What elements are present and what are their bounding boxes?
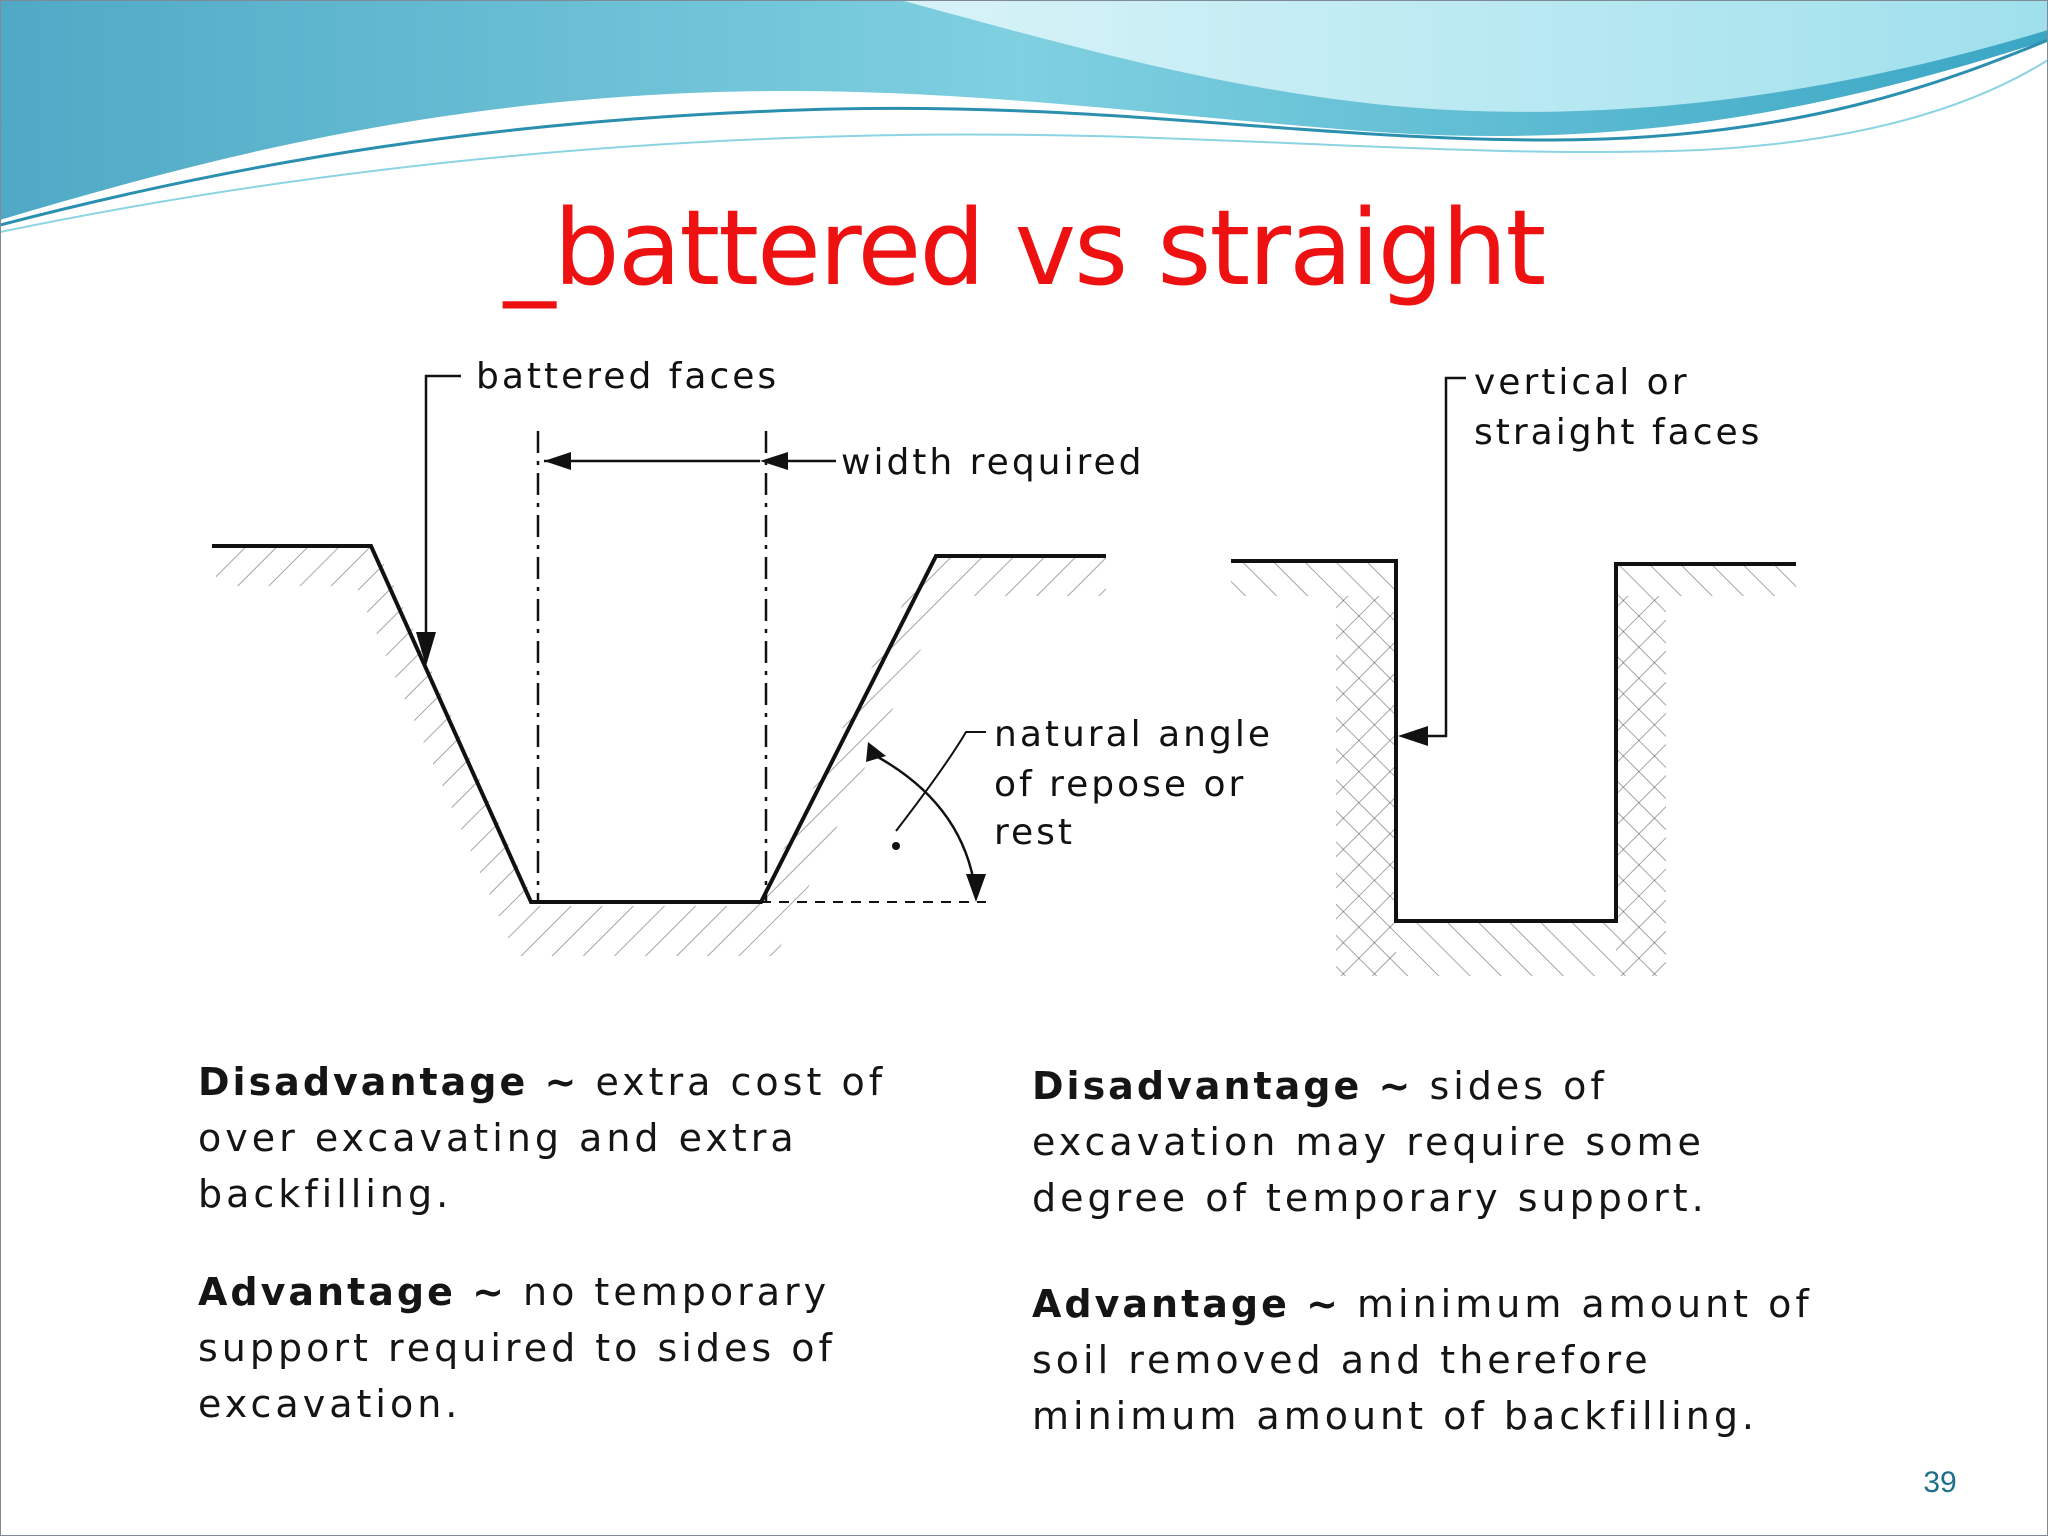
battered-trench-outline [212,544,1106,904]
slide-title: _battered vs straight [503,187,1547,309]
battered-faces-label: battered faces [476,356,779,397]
straight-advantage-lead: Advantage ~ [1032,1282,1341,1326]
width-required-label: width required [841,442,1145,483]
battered-disadvantage-text: extra cost of over excavating and extra … [198,1060,887,1216]
width-required-arrow [544,452,836,470]
vertical-faces-label-line1: vertical or [1474,362,1690,403]
straight-advantage-text: minimum amount of soil removed and there… [1032,1282,1813,1438]
battered-advantage-note: Advantage ~ no temporary support require… [198,1264,958,1432]
battered-faces-leader [416,374,461,666]
battered-advantage-text: no temporary support required to sides o… [198,1270,836,1426]
angle-label-line3: rest [994,812,1075,853]
trench-diagram: width required battered faces natural an… [212,356,1796,976]
straight-disadvantage-lead: Disadvantage ~ [1032,1064,1414,1108]
angle-label-line1: natural angle [994,714,1273,755]
vertical-faces-label-line2: straight faces [1474,412,1762,453]
vertical-faces-leader [1398,376,1466,746]
angle-label-line2: of repose or [994,764,1246,805]
straight-trench-outline [1231,559,1796,923]
straight-trench-soil [1231,561,1796,976]
straight-disadvantage-note: Disadvantage ~ sides of excavation may r… [1032,1058,1832,1226]
battered-advantage-lead: Advantage ~ [198,1270,507,1314]
trench-comparison-figure: width required battered faces natural an… [176,336,1854,1480]
angle-of-repose-indicator [761,731,986,903]
header-wave-decoration [0,0,2048,233]
straight-disadvantage-text: sides of excavation may require some deg… [1032,1064,1708,1220]
straight-advantage-note: Advantage ~ minimum amount of soil remov… [1032,1276,1832,1444]
page-number: 39 [1923,1466,1957,1499]
battered-disadvantage-lead: Disadvantage ~ [198,1060,580,1104]
battered-trench-soil [216,546,1106,956]
battered-disadvantage-note: Disadvantage ~ extra cost of over excava… [198,1054,938,1222]
